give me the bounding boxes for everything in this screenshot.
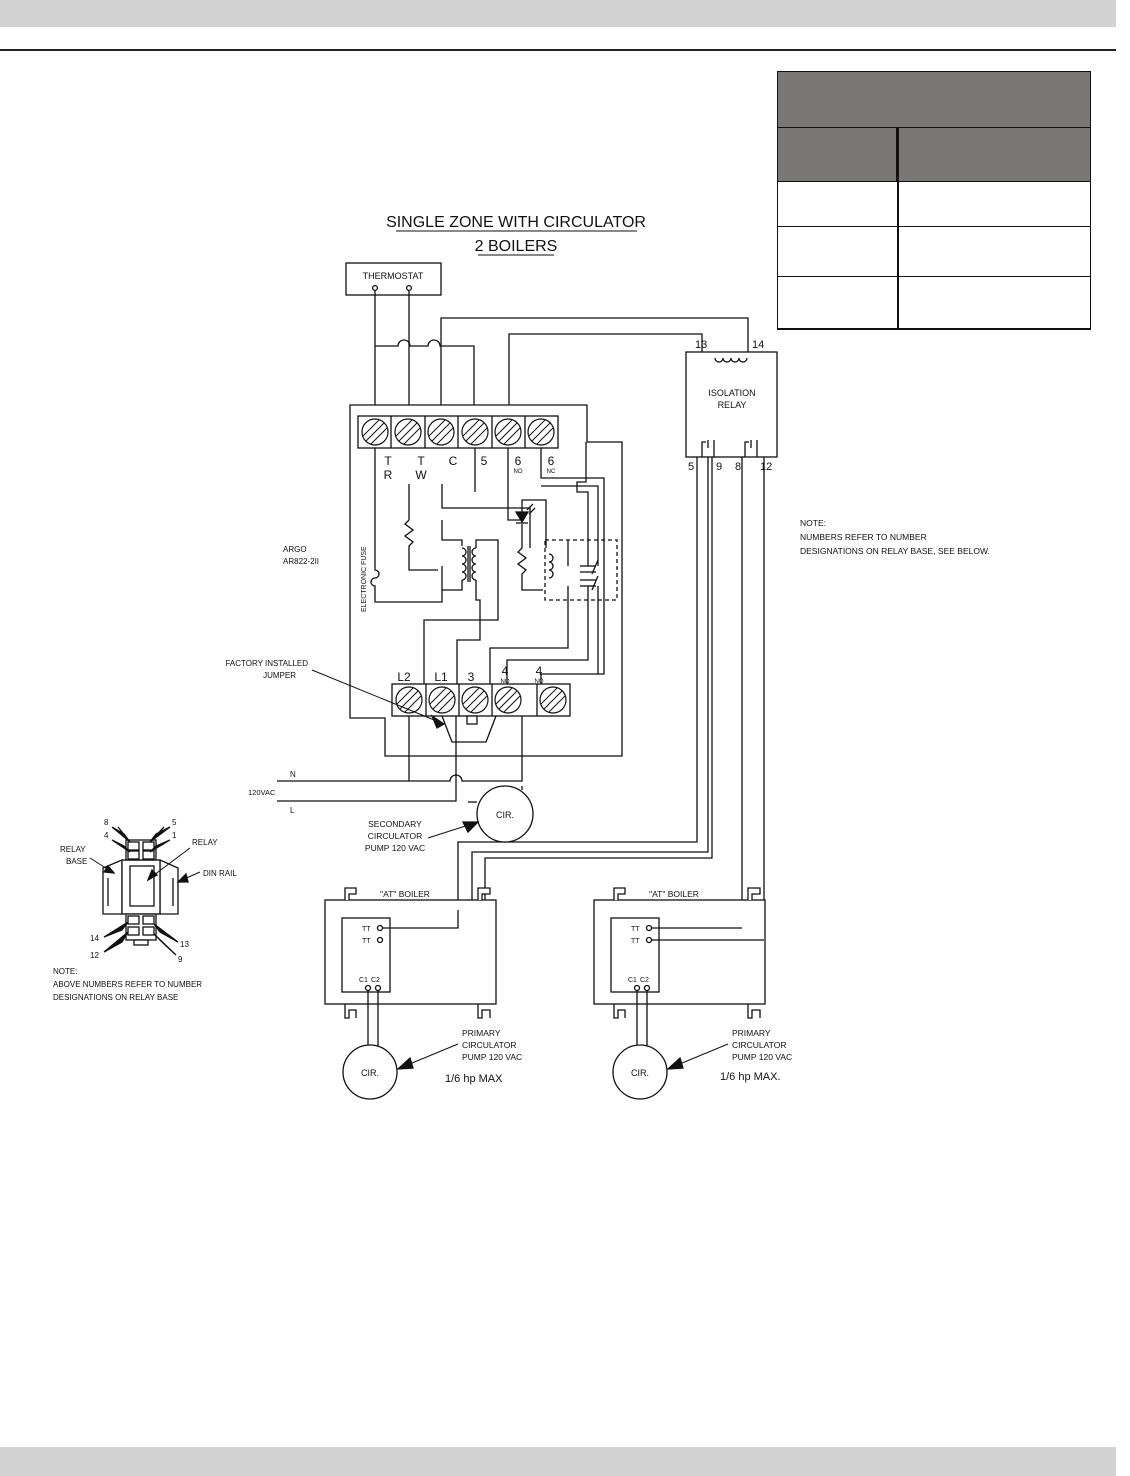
boiler-right-c1: C1 bbox=[628, 977, 637, 984]
relay-base-label-2: BASE bbox=[66, 857, 87, 866]
secondary-cir-label: CIR. bbox=[496, 810, 514, 820]
note-left-1: NOTE: bbox=[53, 967, 77, 976]
terminal-r: R bbox=[384, 468, 393, 482]
relay-base-num-14: 14 bbox=[90, 934, 99, 943]
primary-pump-right-1: PRIMARY bbox=[732, 1028, 771, 1038]
control-name-2: AR822-2II bbox=[283, 557, 319, 566]
terminal-5: 5 bbox=[481, 454, 488, 468]
din-rail-label: DIN RAIL bbox=[203, 869, 237, 878]
electronic-fuse-label: ELECTRONIC FUSE bbox=[361, 546, 368, 612]
boiler-left-c1: C1 bbox=[359, 977, 368, 984]
relay-terminal-14: 14 bbox=[752, 339, 764, 351]
primary-pump-left-2: CIRCULATOR bbox=[462, 1040, 516, 1050]
line-l-label: L bbox=[290, 806, 295, 815]
header-band bbox=[0, 0, 1116, 27]
spec-table bbox=[777, 71, 1091, 330]
relay-base-label-1: RELAY bbox=[60, 845, 86, 854]
relay-terminal-5: 5 bbox=[688, 461, 694, 473]
primary-pump-right-3: PUMP 120 VAC bbox=[732, 1052, 792, 1062]
primary-pump-left-3: PUMP 120 VAC bbox=[462, 1052, 522, 1062]
hp-right: 1/6 hp MAX. bbox=[720, 1071, 781, 1083]
boiler-left-tt1: TT bbox=[362, 926, 371, 933]
primary-cir-left-label: CIR. bbox=[361, 1068, 379, 1078]
spec-table-row bbox=[778, 182, 1090, 227]
relay-base-illustration bbox=[102, 839, 179, 946]
terminal-6-nc-sub: NC bbox=[547, 469, 556, 475]
terminal-3: 3 bbox=[468, 670, 475, 684]
relay-base-num-8: 8 bbox=[104, 818, 109, 827]
note-right-3: DESIGNATIONS ON RELAY BASE, SEE BELOW. bbox=[800, 546, 990, 556]
hp-left: 1/6 hp MAX bbox=[445, 1073, 503, 1085]
note-left-3: DESIGNATIONS ON RELAY BASE bbox=[53, 993, 178, 1002]
relay-terminal-8: 8 bbox=[735, 461, 741, 473]
primary-pump-right-2: CIRCULATOR bbox=[732, 1040, 786, 1050]
note-right-1: NOTE: bbox=[800, 518, 826, 528]
terminal-6-no: 6 bbox=[515, 454, 522, 468]
boiler-right-label: "AT" BOILER bbox=[649, 889, 699, 899]
spec-table-subheader-right bbox=[897, 128, 1090, 182]
spec-table-divider bbox=[897, 128, 899, 329]
relay-terminal-13: 13 bbox=[695, 339, 707, 351]
isolation-relay bbox=[685, 351, 778, 458]
terminal-4-no-a: 4 bbox=[502, 664, 509, 678]
terminal-6-no-sub: NO bbox=[514, 469, 523, 475]
isolation-relay-label-2: RELAY bbox=[718, 400, 747, 410]
spec-table-header bbox=[778, 72, 1090, 128]
primary-pump-left-1: PRIMARY bbox=[462, 1028, 501, 1038]
header-rule bbox=[0, 49, 1116, 51]
terminal-6-nc: 6 bbox=[548, 454, 555, 468]
spec-table-row bbox=[778, 227, 1090, 277]
control-board-outline bbox=[349, 404, 623, 757]
control-name-1: ARGO bbox=[283, 545, 307, 554]
relay-label: RELAY bbox=[192, 838, 218, 847]
terminal-4-no-b-sub: NO bbox=[535, 679, 544, 685]
boiler-left-label: "AT" BOILER bbox=[380, 889, 430, 899]
relay-base-num-9: 9 bbox=[178, 955, 183, 964]
boiler-right-tt2: TT bbox=[631, 938, 640, 945]
diagram-title: SINGLE ZONE WITH CIRCULATOR bbox=[386, 214, 646, 231]
terminal-4-no-b: 4 bbox=[536, 664, 543, 678]
boiler-left-c2: C2 bbox=[371, 977, 380, 984]
supply-voltage-label: 120VAC bbox=[248, 788, 276, 797]
terminal-l2: L2 bbox=[397, 670, 411, 684]
primary-circulator-right bbox=[612, 1044, 668, 1100]
relay-base-num-1: 1 bbox=[172, 831, 177, 840]
boiler-right-tt1: TT bbox=[631, 926, 640, 933]
terminal-l1: L1 bbox=[434, 670, 448, 684]
jumper-label-2: JUMPER bbox=[263, 671, 296, 680]
relay-base-num-5: 5 bbox=[172, 818, 177, 827]
diagram-subtitle: 2 BOILERS bbox=[475, 238, 558, 255]
terminal-w: W bbox=[415, 468, 427, 482]
terminal-t2: T bbox=[417, 454, 425, 468]
note-right-2: NUMBERS REFER TO NUMBER bbox=[800, 532, 927, 542]
spec-table-subheader-left bbox=[778, 128, 897, 182]
secondary-pump-1: SECONDARY bbox=[368, 819, 422, 829]
relay-base-num-12: 12 bbox=[90, 951, 99, 960]
primary-circulator-left bbox=[342, 1044, 398, 1100]
thermostat-box bbox=[345, 262, 442, 296]
thermostat-label: THERMOSTAT bbox=[363, 271, 424, 281]
relay-terminal-9: 9 bbox=[716, 461, 722, 473]
spec-table-row bbox=[778, 277, 1090, 329]
secondary-pump-3: PUMP 120 VAC bbox=[365, 843, 425, 853]
terminal-4-no-a-sub: NO bbox=[501, 679, 510, 685]
relay-base-num-4: 4 bbox=[104, 831, 109, 840]
note-left-2: ABOVE NUMBERS REFER TO NUMBER bbox=[53, 980, 202, 989]
secondary-pump-2: CIRCULATOR bbox=[368, 831, 422, 841]
secondary-circulator bbox=[476, 785, 534, 843]
boiler-left: "AT" BOILER TT TT C1 C2 bbox=[324, 887, 497, 1019]
terminal-c: C bbox=[449, 454, 458, 468]
primary-cir-right-label: CIR. bbox=[631, 1068, 649, 1078]
jumper-label-1: FACTORY INSTALLED bbox=[225, 659, 308, 668]
isolation-relay-label-1: ISOLATION bbox=[708, 388, 755, 398]
terminal-t1: T bbox=[384, 454, 392, 468]
line-n-label: N bbox=[290, 770, 296, 779]
footer-band bbox=[0, 1447, 1116, 1476]
boiler-right-c2: C2 bbox=[640, 977, 649, 984]
boiler-left-tt2: TT bbox=[362, 938, 371, 945]
boiler-right: "AT" BOILER TT TT C1 C2 bbox=[593, 887, 766, 1019]
relay-terminal-12: 12 bbox=[760, 461, 772, 473]
relay-base-num-13: 13 bbox=[180, 940, 189, 949]
